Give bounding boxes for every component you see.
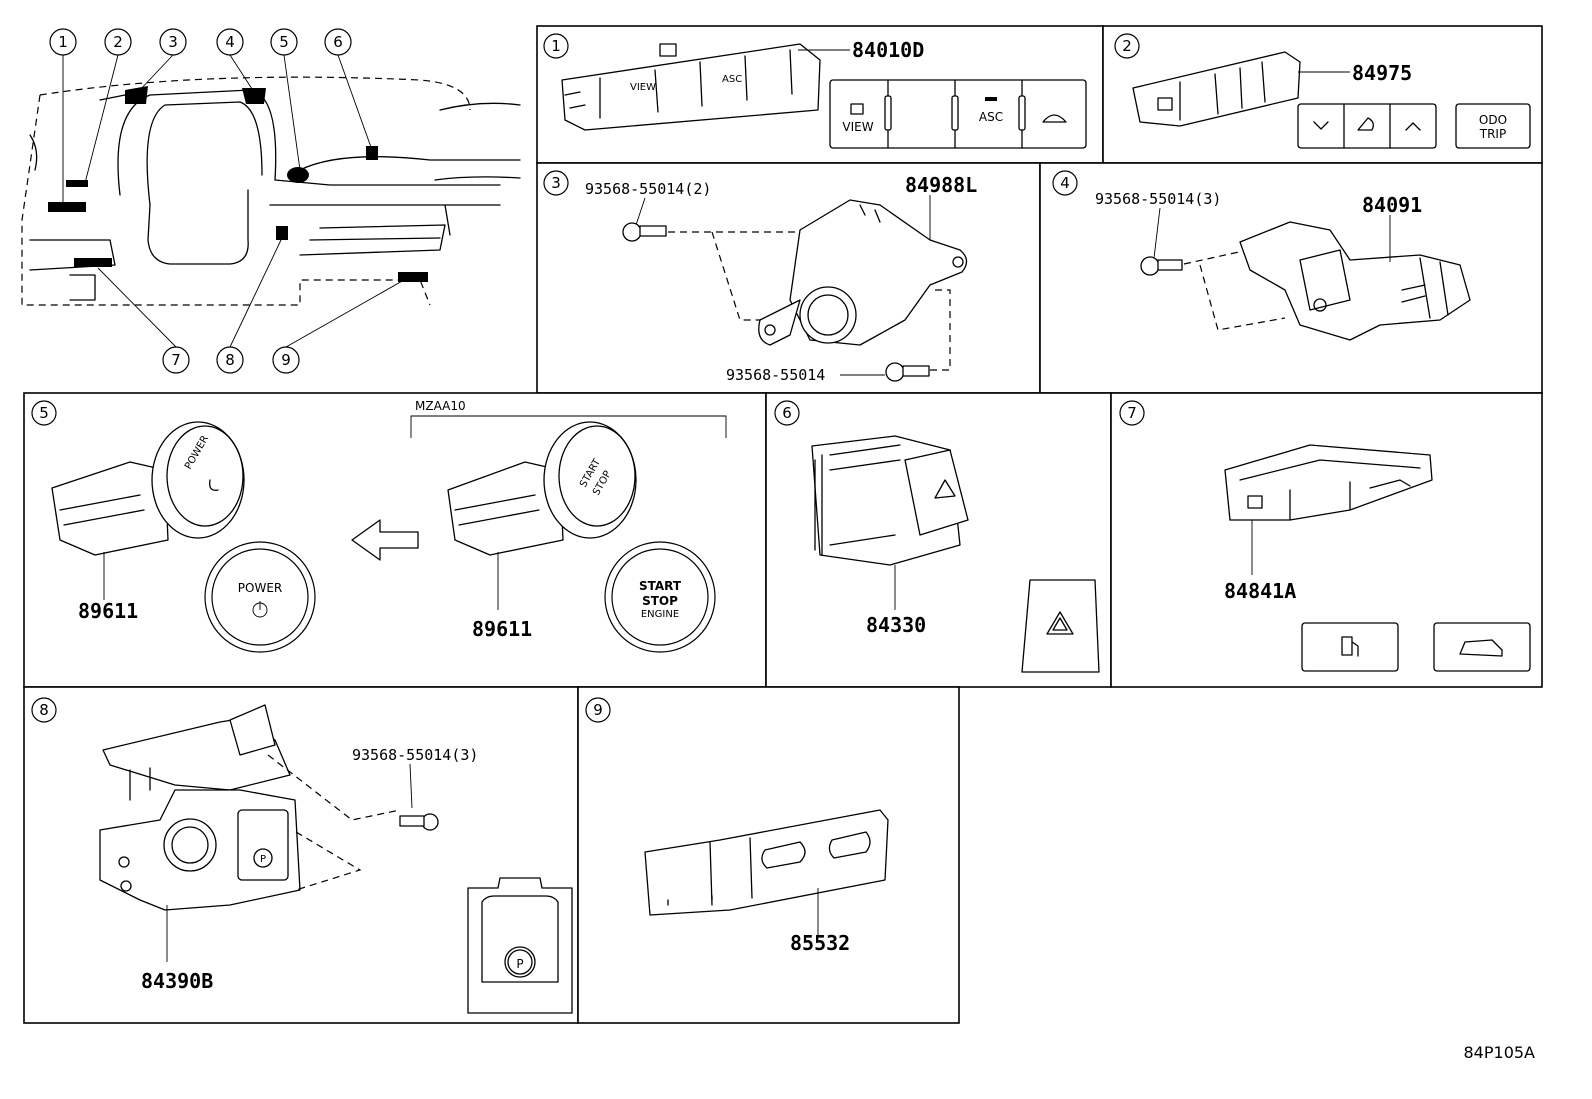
start-stop-switch-drawing: START STOP (447, 421, 637, 556)
steering-heat-icon[interactable] (1357, 117, 1374, 131)
dashboard-outline (21, 76, 521, 306)
panel-7-buttons (1301, 622, 1531, 672)
switch-84390b-drawing: P (99, 704, 301, 911)
back-door-button[interactable] (1433, 622, 1531, 672)
bolt-drawing-b (885, 362, 930, 382)
switch-markers (48, 86, 428, 282)
part-84010d[interactable]: 84010D (852, 38, 924, 62)
hazard-icon-side (934, 479, 956, 499)
callout-1[interactable]: 1 (58, 33, 68, 51)
switch-85532-drawing (644, 809, 889, 916)
figure-code: 84P105A (1464, 1043, 1536, 1062)
p-label[interactable]: P (516, 957, 523, 971)
part-84975[interactable]: 84975 (1352, 61, 1412, 85)
switch-84988l-drawing (758, 199, 968, 346)
switch-84010d-drawing: ASC VIEW (561, 43, 821, 131)
panel-4-index: 4 (1060, 174, 1070, 192)
switch-84841a-drawing (1224, 444, 1433, 521)
bolt-93568-55014-3-p8[interactable]: 93568-55014(3) (352, 746, 478, 764)
odo-trip-button[interactable] (1455, 103, 1531, 149)
power-switch-drawing: POWER (51, 421, 245, 556)
back-door-icon (1459, 639, 1503, 657)
variant-mzaa10: MZAA10 (415, 399, 466, 413)
callout-5[interactable]: 5 (279, 33, 289, 51)
chevron-down-icon[interactable] (1313, 121, 1329, 130)
panel-7-fuel-hatch-switch: 7 84841A (1110, 392, 1543, 688)
part-84330[interactable]: 84330 (866, 613, 926, 637)
bolt-93568-55014[interactable]: 93568-55014 (726, 366, 825, 384)
bolt-93568-55014-3-p4[interactable]: 93568-55014(3) (1095, 190, 1221, 208)
p-label-side: P (260, 854, 266, 865)
stop-label[interactable]: STOP (642, 594, 678, 608)
start-stop-button-face: START STOP ENGINE (604, 541, 716, 653)
callout-leaders (62, 54, 405, 348)
panel-6-hazard-switch: 6 84330 (765, 392, 1112, 688)
wiper-info-icon (1042, 114, 1067, 123)
callout-row-bottom: 7 8 9 (162, 346, 300, 374)
switch-84975-drawing (1132, 51, 1301, 127)
callout-9[interactable]: 9 (281, 351, 291, 369)
parking-brake-button-face: P (467, 877, 573, 1014)
engine-label: ENGINE (641, 609, 679, 620)
part-84091[interactable]: 84091 (1362, 193, 1422, 217)
part-85532[interactable]: 85532 (790, 931, 850, 955)
callout-2[interactable]: 2 (113, 33, 123, 51)
part-84390b[interactable]: 84390B (141, 969, 213, 993)
panel-2-buttons: ODO TRIP (1297, 103, 1531, 149)
panel-4-wiper-switch: 4 93568-55014(3) 84091 (1039, 162, 1543, 394)
replace-arrow-icon (351, 519, 419, 561)
panel-9-index: 9 (593, 701, 603, 719)
svg-text:ASC: ASC (722, 74, 742, 85)
panel-1-index: 1 (551, 37, 561, 55)
part-89611-left[interactable]: 89611 (78, 599, 138, 623)
panel-2-index: 2 (1122, 37, 1132, 55)
fuel-door-button[interactable] (1301, 622, 1399, 672)
callout-8[interactable]: 8 (225, 351, 235, 369)
dashboard-overview: 1 2 3 4 5 6 7 8 9 (21, 28, 521, 374)
panel-8-parking-brake-switch: 8 P 93568-55014(3) 84390B (23, 686, 579, 1024)
asc-button-label[interactable]: ASC (979, 110, 1003, 124)
view-icon (850, 103, 864, 115)
panel-3-drive-mode-switch: 3 93568-55014(2) 84988L 93568-55014 (536, 162, 1041, 394)
bolt-drawing-a (622, 222, 667, 242)
hazard-button-face (1021, 579, 1100, 673)
callout-3[interactable]: 3 (168, 33, 178, 51)
callout-row-top: 1 2 3 4 5 6 (49, 28, 352, 56)
fuel-pump-icon (1341, 636, 1353, 656)
hazard-triangle-icon[interactable] (1046, 611, 1074, 635)
switch-84091-drawing (1239, 221, 1471, 341)
callout-7[interactable]: 7 (171, 351, 181, 369)
part-84841a[interactable]: 84841A (1224, 579, 1296, 603)
panel-1-switch-assy: 1 ASC VIEW 84010D VIEW ASC (536, 25, 1104, 164)
part-89611-right[interactable]: 89611 (472, 617, 532, 641)
bolt-93568-55014-2[interactable]: 93568-55014(2) (585, 180, 711, 198)
power-symbol-icon (209, 479, 219, 491)
bolt-drawing-p4 (1140, 256, 1183, 276)
panel-1-button-strip: VIEW ASC (829, 79, 1087, 149)
panel-5-push-start-switch: 5 MZAA10 POWER 89611 POWER S (23, 392, 767, 688)
start-label[interactable]: START (639, 579, 682, 593)
panel-6-index: 6 (782, 404, 792, 422)
odo-label: ODO (1479, 113, 1507, 127)
power-label[interactable]: POWER (238, 581, 282, 595)
part-84988l[interactable]: 84988L (905, 173, 977, 197)
power-button-face: POWER (204, 541, 316, 653)
panel-3-index: 3 (551, 174, 561, 192)
callout-6[interactable]: 6 (333, 33, 343, 51)
trip-label: TRIP (1479, 127, 1506, 141)
view-button-label[interactable]: VIEW (842, 120, 873, 134)
panel-7-index: 7 (1127, 404, 1137, 422)
switch-84330-drawing (811, 435, 969, 566)
callout-4[interactable]: 4 (225, 33, 235, 51)
chevron-up-icon[interactable] (1405, 122, 1421, 131)
svg-text:VIEW: VIEW (630, 82, 656, 93)
panel-5-index: 5 (39, 404, 49, 422)
panel-9-usb-socket: 9 85532 (577, 686, 960, 1024)
panel-8-index: 8 (39, 701, 49, 719)
bolt-drawing-p8 (399, 813, 439, 831)
panel-2-switch-assy: 2 84975 ODO TRIP (1102, 25, 1543, 164)
